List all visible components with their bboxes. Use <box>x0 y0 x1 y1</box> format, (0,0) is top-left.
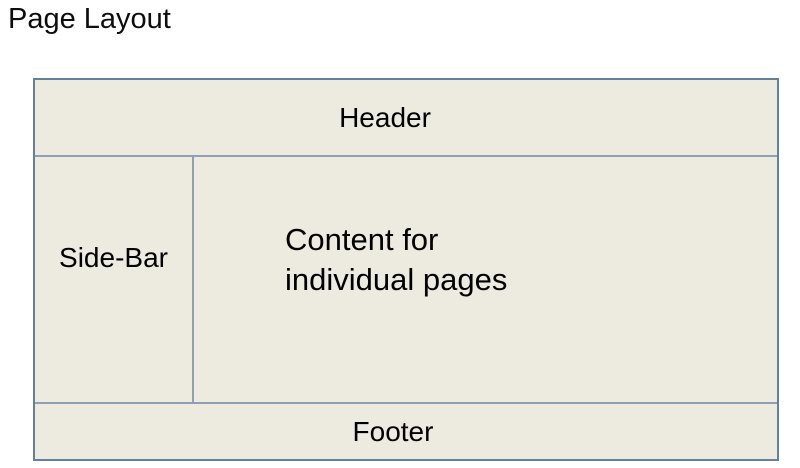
header-section: Header <box>35 80 777 157</box>
page-title: Page Layout <box>8 3 171 35</box>
content-label: Content for individual pages <box>285 222 508 297</box>
header-label: Header <box>339 101 431 133</box>
footer-section: Footer <box>35 402 777 459</box>
sidebar-section: Side-Bar <box>35 157 194 402</box>
sidebar-label: Side-Bar <box>59 241 168 273</box>
footer-label: Footer <box>352 415 434 447</box>
layout-wireframe-box: Header Side-Bar Content for individual p… <box>33 78 779 461</box>
middle-section: Side-Bar Content for individual pages <box>35 157 777 402</box>
content-section: Content for individual pages <box>194 157 777 402</box>
